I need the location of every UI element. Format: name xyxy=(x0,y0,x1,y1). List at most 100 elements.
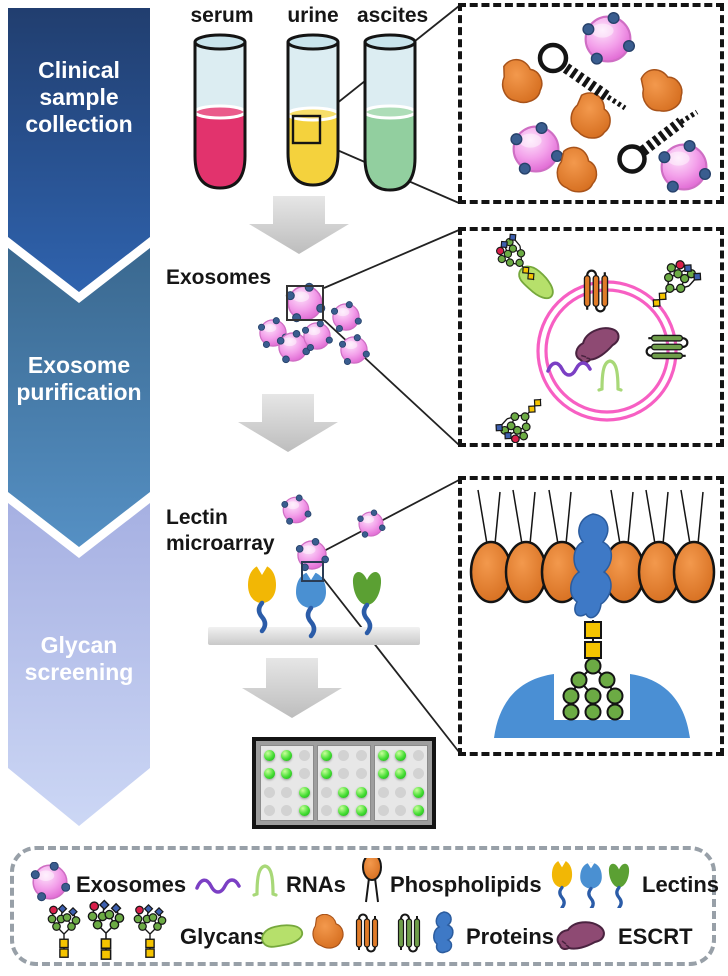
transmembrane-protein xyxy=(570,513,613,619)
lectin-microarray-label-line1: Lectin xyxy=(166,506,228,529)
empty-spot xyxy=(281,786,293,798)
legend-label-glycans: Glycans xyxy=(180,924,266,949)
legend-label-escrt: ESCRT xyxy=(618,924,693,949)
sample-tubes xyxy=(193,33,417,192)
positive-spot xyxy=(264,749,276,761)
flow-arrows xyxy=(238,196,349,718)
positive-spot xyxy=(281,768,293,780)
sample-content-art xyxy=(497,11,712,195)
empty-spot xyxy=(395,786,407,798)
phospholipid-tails xyxy=(477,489,704,545)
exosomes-label: Exosomes xyxy=(166,266,272,289)
rna-wave-icon xyxy=(546,361,592,377)
legend-lectin-icons xyxy=(550,858,631,908)
empty-spot xyxy=(378,805,390,817)
legend-rna-wave-icon xyxy=(195,878,241,894)
zoom-box-urine xyxy=(291,114,322,145)
lectin-green xyxy=(353,572,381,633)
empty-spot xyxy=(338,749,350,761)
zoom-box-exosome xyxy=(286,285,324,321)
phospholipid-heads xyxy=(469,540,716,604)
positive-spot xyxy=(298,786,310,798)
legend-label-phospholipids: Phospholipids xyxy=(390,872,542,897)
membrane-protein-icon xyxy=(513,261,561,304)
nucleic-acid-icon xyxy=(537,42,627,111)
positive-spot xyxy=(298,805,310,817)
tube-label-urine: urine xyxy=(287,4,339,27)
legend-protein-blob-icon xyxy=(312,914,344,949)
legend-rna-hairpin-icon xyxy=(252,864,278,897)
empty-spot xyxy=(264,786,276,798)
empty-spot xyxy=(298,768,310,780)
glycan-icon xyxy=(492,387,554,443)
zoom-panel-sample-content xyxy=(458,3,724,204)
exosome-cluster xyxy=(257,282,371,366)
chevron-step-3 xyxy=(8,503,150,826)
workflow-chevrons xyxy=(8,8,150,826)
step-label-glycan-screening: Glycan screening xyxy=(24,632,134,685)
exosome-icon xyxy=(510,121,564,175)
positive-spot xyxy=(338,786,350,798)
lectin-yellow xyxy=(248,565,276,631)
zoom-panel-lectin-binding xyxy=(458,476,724,756)
empty-spot xyxy=(412,768,424,780)
transmembrane-protein-icon xyxy=(645,334,689,360)
legend-escrt-icon xyxy=(556,921,605,950)
exosome-icon xyxy=(582,11,636,65)
empty-spot xyxy=(355,768,367,780)
legend-protein-hairpin-orange-icon xyxy=(355,913,379,953)
legend-protein-hairpin-green-icon xyxy=(397,913,421,953)
microarray-plate xyxy=(252,737,436,829)
tube-serum xyxy=(193,33,247,190)
positive-spot xyxy=(321,768,333,780)
tube-urine xyxy=(286,33,340,187)
positive-spot xyxy=(264,768,276,780)
positive-spot xyxy=(395,749,407,761)
positive-spot xyxy=(412,786,424,798)
lectin-microarray-label-line2: microarray xyxy=(166,532,275,555)
positive-spot xyxy=(378,768,390,780)
tube-label-ascites: ascites xyxy=(357,4,429,27)
legend-phospholipid-icon xyxy=(362,858,382,903)
exosome-structure-art xyxy=(489,231,705,443)
empty-spot xyxy=(321,805,333,817)
empty-spot xyxy=(281,805,293,817)
positive-spot xyxy=(412,805,424,817)
chevron-step-1 xyxy=(8,8,150,292)
empty-spot xyxy=(412,749,424,761)
microarray-panel xyxy=(260,745,314,821)
positive-spot xyxy=(338,805,350,817)
positive-spot xyxy=(321,749,333,761)
legend-label-exosomes: Exosomes xyxy=(76,872,187,897)
legend-protein-blue-icon xyxy=(433,911,454,954)
positive-spot xyxy=(355,805,367,817)
empty-spot xyxy=(395,805,407,817)
down-arrow-2 xyxy=(238,394,338,452)
zoom-box-binding xyxy=(301,561,324,582)
exosome-icon xyxy=(658,139,712,193)
legend-protein-bean-icon xyxy=(258,920,306,950)
nucleic-acid-icon xyxy=(617,109,699,174)
down-arrow-3 xyxy=(242,658,342,718)
transmembrane-protein-icon xyxy=(583,269,609,313)
empty-spot xyxy=(321,786,333,798)
legend-label-proteins: Proteins xyxy=(466,924,555,949)
microarray-panel xyxy=(317,745,371,821)
tube-ascites xyxy=(363,33,417,192)
empty-spot xyxy=(338,768,350,780)
figure-legend: Exosomes RNAs Phospholipids Lectins Glyc… xyxy=(10,846,720,966)
protein-icon xyxy=(634,61,688,118)
rna-hairpin-icon xyxy=(597,359,623,392)
lectin-well xyxy=(494,674,690,738)
empty-spot xyxy=(298,749,310,761)
tube-label-serum: serum xyxy=(190,4,254,27)
positive-spot xyxy=(378,749,390,761)
chevron-step-2 xyxy=(8,248,150,547)
zoom-panel-exosome-structure xyxy=(458,227,724,447)
empty-spot xyxy=(264,805,276,817)
step-label-clinical-sample-collection: Clinical sample collection xyxy=(25,57,133,137)
legend-label-lectins: Lectins xyxy=(642,872,720,897)
down-arrow-1 xyxy=(249,196,349,254)
